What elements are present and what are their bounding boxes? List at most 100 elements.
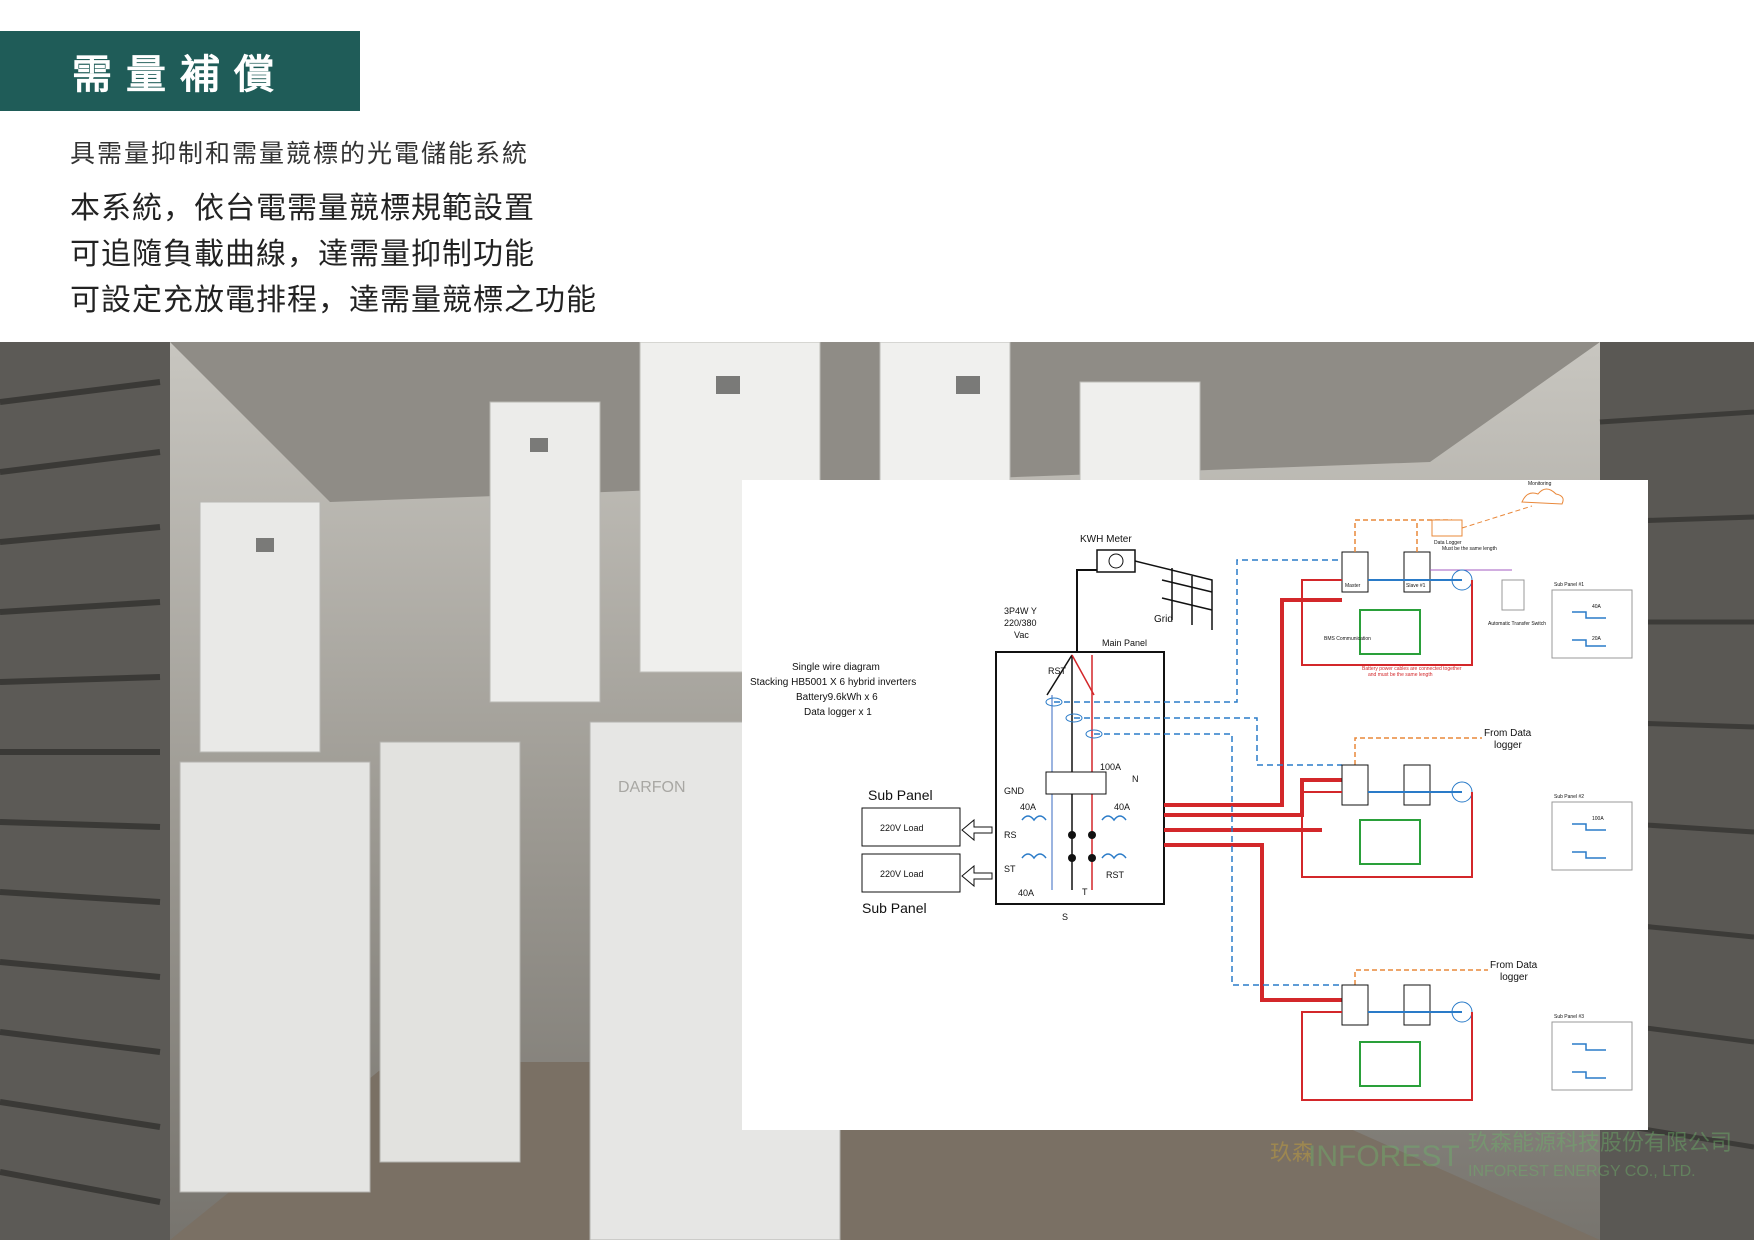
grid-feed-line (1134, 560, 1213, 630)
same-length-label: Must be the same length (1442, 546, 1497, 552)
info-text: Battery9.6kWh x 6 (796, 692, 878, 703)
inverter-display (256, 538, 274, 552)
sub-panel-label: Sub Panel (862, 900, 927, 916)
description-line: 本系統，依台電需量競標規範設置 (70, 191, 535, 226)
st-label: ST (1004, 864, 1016, 874)
company-watermark: 玖森 INFOREST 玖森能源科技股份有限公司 INFOREST ENERGY… (1268, 1118, 1738, 1198)
rst-split (1046, 654, 1073, 696)
bms-label: BMS Communication (1324, 636, 1371, 642)
info-text: Single wire diagram (792, 662, 880, 673)
breaker-small-label: 20A (1592, 636, 1602, 642)
description-line: 可追隨負載曲線，達需量抑制功能 (70, 237, 535, 272)
sub-panel-small-label: Sub Panel #3 (1554, 1014, 1584, 1020)
master-inverter (1341, 984, 1369, 1026)
cloud-icon (1521, 488, 1564, 505)
master-label: Master (1345, 583, 1361, 589)
rst-label: RST (1048, 666, 1067, 676)
slave-label: Slave #1 (1406, 583, 1426, 589)
section-subtitle: 具需量抑制和需量競標的光電儲能系統 (70, 139, 530, 168)
supply-label: Vac (1014, 630, 1029, 640)
ac-feed-lines (1164, 598, 1342, 1002)
main-breaker-100a (1045, 771, 1107, 795)
breaker-40a-label: 40A (1020, 802, 1036, 812)
battery-note: Battery power cables are connected toget… (1362, 666, 1462, 672)
junction-dot (1088, 854, 1096, 862)
ats-label: Automatic Transfer Switch (1488, 621, 1546, 627)
kwh-meter-label: KWH Meter (1080, 534, 1132, 545)
info-text: Data logger x 1 (804, 707, 872, 718)
left-louver-wall (0, 342, 170, 1240)
meter-feed-line (1076, 569, 1097, 655)
junction-dot (1068, 854, 1076, 862)
data-logger-label: Data Logger (1434, 540, 1462, 546)
sub-panel-box (1551, 589, 1633, 659)
single-wire-diagram: KWH Meter Grid 3P4W Y 220/380 Vac Main P… (742, 480, 1648, 1130)
description-line: 可設定充放電排程，達需量競標之功能 (70, 283, 597, 318)
breaker-small-label: 100A (1592, 816, 1604, 822)
diagram-svg: KWH Meter Grid 3P4W Y 220/380 Vac Main P… (750, 481, 1633, 1101)
monitoring-label: Monitoring (1528, 481, 1552, 487)
inverter-display (530, 438, 548, 452)
sub-panel-box (1551, 801, 1633, 871)
kwh-meter-dial (1108, 553, 1124, 569)
inverter-group-3: From Data logger Sub Panel #3 (1301, 960, 1633, 1101)
supply-label: 220/380 (1004, 618, 1037, 628)
battery-wiring (1359, 819, 1421, 865)
supply-label: 3P4W Y (1004, 606, 1037, 616)
grid-label: Grid (1154, 614, 1173, 625)
louver-slats (0, 379, 161, 1205)
battery-note: and must be the same length (1368, 672, 1433, 678)
data-logger-icon (1431, 519, 1463, 537)
grid-pole-icon (1161, 568, 1213, 625)
arrow-icon (961, 818, 993, 842)
sub-panel-small-label: Sub Panel #2 (1554, 794, 1584, 800)
sub-panel-label: Sub Panel (868, 787, 933, 803)
inverter-group-1: Master Slave #1 Battery power cables are… (1301, 481, 1633, 678)
junction-dot (1088, 831, 1096, 839)
from-data-logger-label: From Data (1484, 728, 1532, 739)
rs-label: RS (1004, 830, 1017, 840)
breaker-small-label: 40A (1592, 604, 1602, 610)
from-data-logger-label: From Data (1490, 960, 1538, 971)
watermark-svg: 玖森 INFOREST 玖森能源科技股份有限公司 INFOREST ENERGY… (1270, 1130, 1732, 1180)
rst-split (1071, 654, 1095, 696)
battery-cabinet (179, 761, 371, 1193)
breaker-40a-label: 40A (1018, 888, 1034, 898)
ct-sensor (1065, 713, 1083, 723)
section-title-bar: 需量補償 (0, 31, 360, 111)
sub-panel-small-label: Sub Panel #1 (1554, 582, 1584, 588)
n-label: N (1132, 774, 1139, 784)
inverter-display (716, 376, 740, 394)
watermark-company-en: INFOREST ENERGY CO., LTD. (1468, 1163, 1696, 1180)
comm-feed-lines (1054, 559, 1342, 986)
slave-inverter (1403, 764, 1431, 806)
breaker-40a-label: 40A (1114, 802, 1130, 812)
description-block: 本系統，依台電需量競標規範設置 可追隨負載曲線，達需量抑制功能 可設定充放電排程… (70, 186, 597, 324)
watermark-brand: INFOREST (1308, 1140, 1460, 1173)
slave-inverter (1403, 551, 1431, 593)
slave-inverter (1403, 984, 1431, 1026)
watermark-company-cn: 玖森能源科技股份有限公司 (1468, 1130, 1732, 1155)
load-label: 220V Load (880, 869, 924, 879)
kwh-meter-icon (1096, 549, 1136, 573)
arrow-icon (961, 864, 993, 888)
battery-cabinet (379, 741, 521, 1163)
breaker-coils (1021, 815, 1127, 860)
gnd-label: GND (1004, 786, 1025, 796)
section-title: 需量補償 (72, 52, 288, 98)
sub-panel-box (1551, 1021, 1633, 1091)
ct-sensor (1085, 729, 1103, 739)
rst2-label: RST (1106, 870, 1125, 880)
logger-label: logger (1494, 740, 1522, 751)
main-panel-label: Main Panel (1102, 638, 1147, 648)
s-label: S (1062, 912, 1068, 922)
logger-label: logger (1500, 972, 1528, 983)
inverter-group-2: From Data logger Sub Panel #2 100A (1301, 728, 1633, 878)
inverter-display (956, 376, 980, 394)
load-label: 220V Load (880, 823, 924, 833)
load-box (861, 853, 961, 893)
watermark-brand-cn: 玖森 (1270, 1140, 1314, 1165)
master-inverter (1341, 764, 1369, 806)
breaker-100a-label: 100A (1100, 762, 1121, 772)
t-label: T (1082, 887, 1088, 897)
